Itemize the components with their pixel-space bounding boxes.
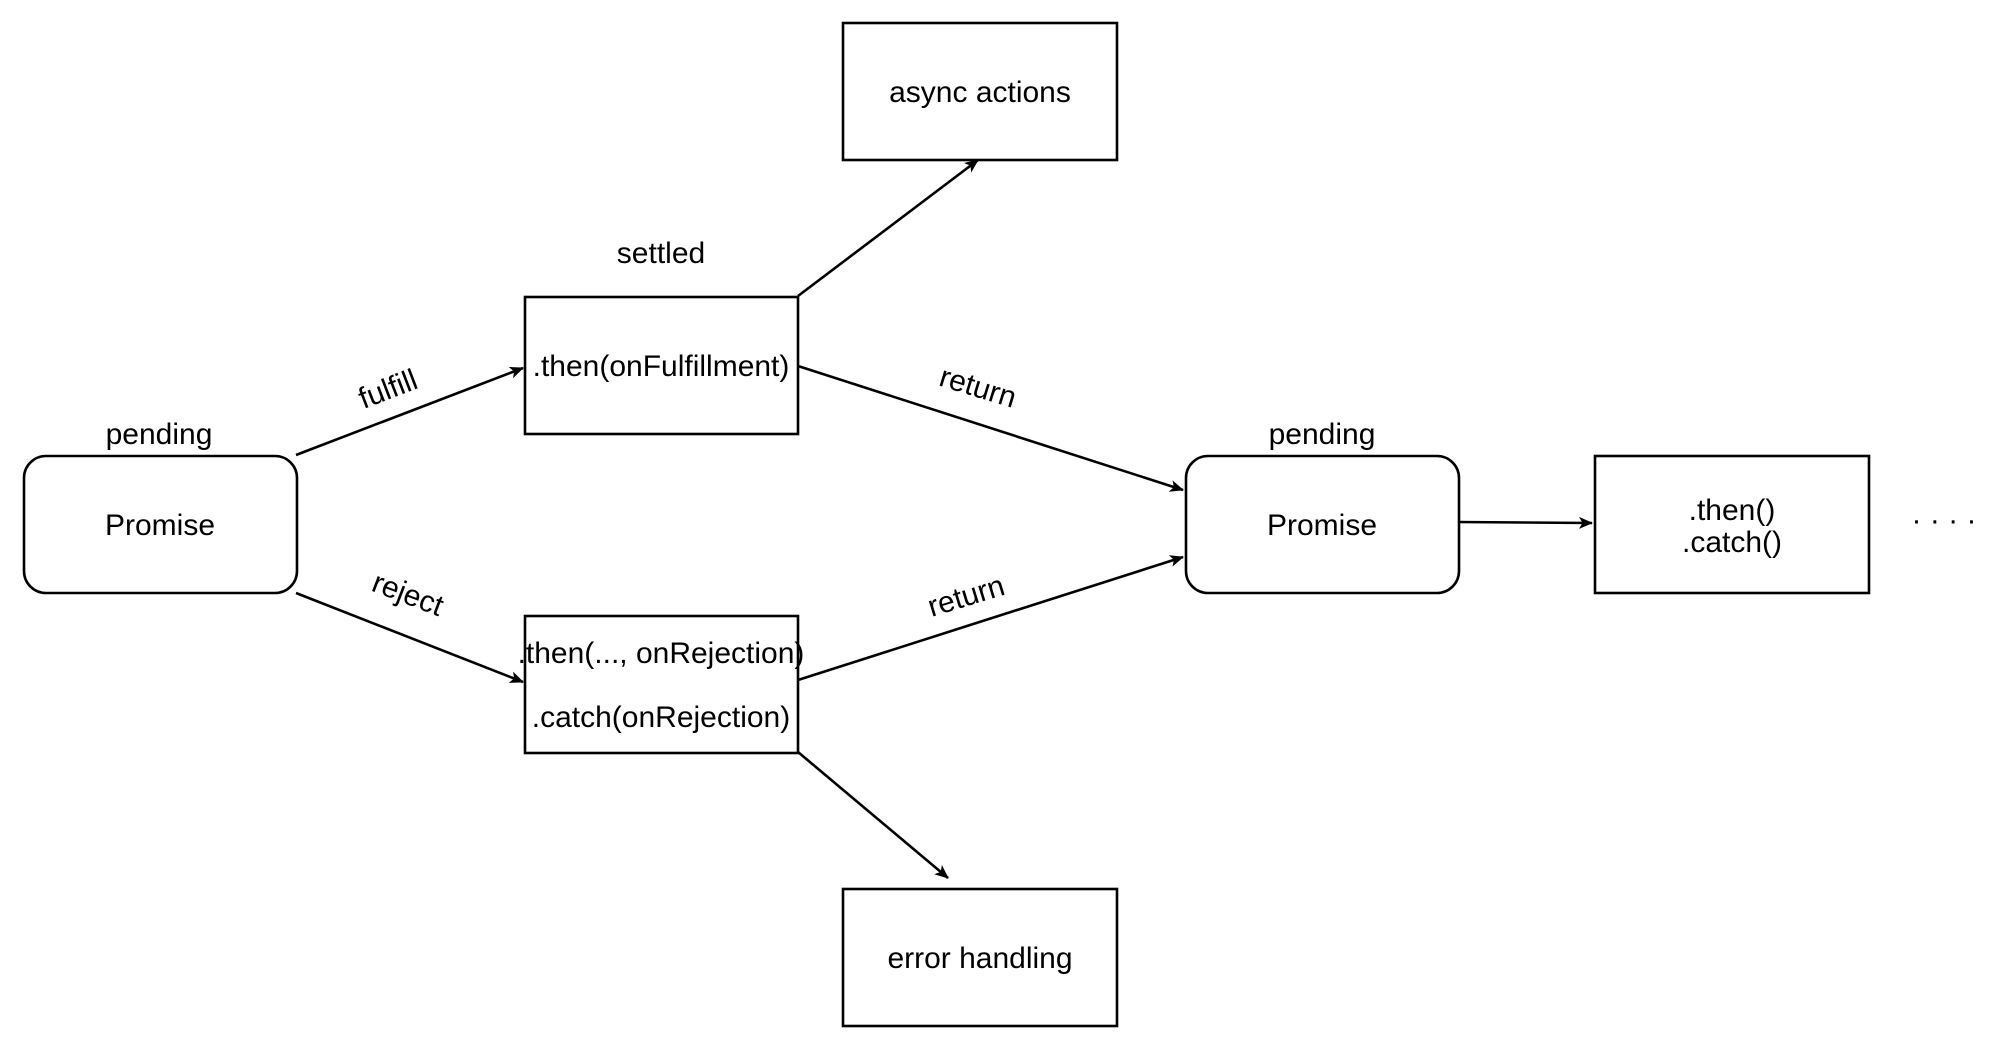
node-then-rejection: .then(..., onRejection) .catch(onRejecti… [518, 614, 805, 755]
async-actions-label: async actions [889, 76, 1071, 109]
promise-right-box [1184, 454, 1461, 595]
edge-reject [295, 591, 524, 684]
node-error-handling: error handling [841, 887, 1119, 1028]
promise-left-box [22, 454, 299, 595]
error-handling-label: error handling [887, 942, 1072, 975]
then-fulfillment-box [523, 295, 800, 436]
node-chain-methods: .then() .catch() [1593, 454, 1871, 595]
node-async-actions: async actions [841, 21, 1119, 162]
then-rejection-label-line-1: .then(..., onRejection) [518, 637, 805, 670]
then-rejection-label-line-2: .catch(onRejection) [532, 701, 790, 734]
state-label-settled: settled [617, 237, 705, 270]
state-label-pending-left: pending [106, 418, 213, 451]
edge-label-fulfill: fulfill [354, 363, 422, 415]
edge-label-return-top: return [936, 360, 1021, 414]
promise-right-label: Promise [1267, 509, 1377, 542]
async-actions-box [841, 21, 1119, 162]
chain-methods-label-line-1: .then() [1689, 494, 1776, 527]
edge-fulfill [295, 366, 524, 457]
then-rejection-box [523, 614, 800, 755]
node-then-fulfillment: settled .then(onFulfillment) [523, 237, 800, 436]
edge-label-reject: reject [368, 566, 449, 623]
then-fulfillment-label: .then(onFulfillment) [533, 350, 790, 383]
edge-return-from-rejection [797, 555, 1184, 682]
error-handling-box [841, 887, 1119, 1028]
state-label-pending-right: pending [1269, 418, 1376, 451]
edge-fulfillment-to-async-actions [797, 158, 979, 298]
node-promise-left: pending Promise [22, 418, 299, 595]
edge-promise-to-chain [1455, 516, 1593, 529]
continuation-ellipsis: · · · · [1912, 504, 1977, 537]
chain-methods-box [1593, 454, 1871, 595]
chain-methods-label-line-2: .catch() [1682, 526, 1782, 559]
edge-return-from-fulfillment [797, 364, 1184, 492]
edge-rejection-to-error-handling [797, 751, 949, 879]
promise-left-label: Promise [105, 509, 215, 542]
node-promise-right: pending Promise [1184, 418, 1461, 595]
